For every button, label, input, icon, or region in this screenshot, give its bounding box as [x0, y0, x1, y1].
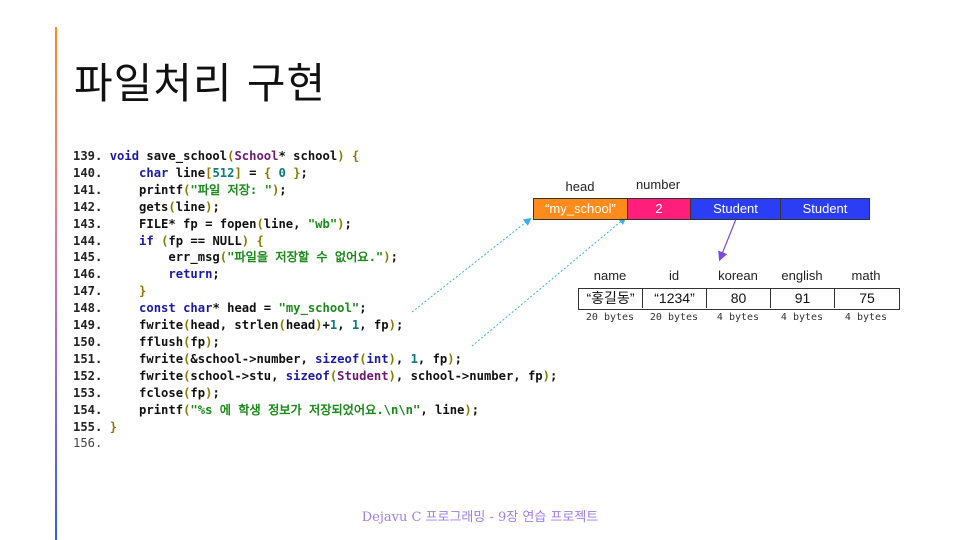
- field-name-label: name: [593, 268, 627, 283]
- code-text: FILE* fp = fopen(line, "wb");: [109, 216, 352, 231]
- code-line: 147. }: [73, 283, 557, 300]
- label-head: head: [565, 179, 595, 194]
- field-value: “홍길동”: [579, 289, 643, 308]
- accent-bar: [55, 27, 57, 540]
- code-text: fwrite(school->stu, sizeof(Student), sch…: [109, 368, 558, 383]
- slide-footer: Dejavu C 프로그래밍 - 9장 연습 프로젝트: [361, 510, 599, 525]
- line-number: 155.: [73, 419, 110, 434]
- line-number: 142.: [73, 199, 110, 214]
- code-line: 143. FILE* fp = fopen(line, "wb");: [73, 216, 557, 233]
- code-line: 151. fwrite(&school->number, sizeof(int)…: [73, 351, 557, 368]
- code-line: 150. fflush(fp);: [73, 334, 557, 351]
- code-text: }: [109, 419, 118, 434]
- line-number: 141.: [73, 182, 110, 197]
- cell-number: 2: [628, 199, 691, 219]
- code-text: printf("파일 저장: ");: [109, 182, 287, 197]
- field-size: 20 bytes: [649, 312, 699, 323]
- line-number: 140.: [73, 165, 110, 180]
- line-number: 153.: [73, 385, 110, 400]
- code-line: 139. void save_school(School* school) {: [73, 148, 557, 165]
- field-size: 4 bytes: [780, 312, 824, 323]
- line-number: 149.: [73, 318, 110, 333]
- field-name-label: english: [781, 268, 823, 283]
- line-number: 148.: [73, 301, 110, 316]
- line-number: 150.: [73, 334, 110, 349]
- code-line: 152. fwrite(school->stu, sizeof(Student)…: [73, 368, 557, 385]
- field-size: 4 bytes: [716, 312, 760, 323]
- code-text: fwrite(head, strlen(head)+1, 1, fp);: [109, 318, 404, 333]
- code-text: void save_school(School* school) {: [109, 149, 360, 163]
- line-number: 154.: [73, 402, 110, 417]
- line-number: 156.: [73, 436, 110, 451]
- label-number: number: [635, 177, 681, 192]
- slide-title: 파일처리 구현: [74, 59, 327, 108]
- code-line: 155. }: [73, 419, 557, 436]
- field-size: 20 bytes: [585, 312, 635, 323]
- line-number: 144.: [73, 233, 110, 248]
- field-value: “1234”: [643, 289, 707, 308]
- field-name-label: id: [668, 268, 680, 283]
- field-value: 91: [771, 289, 835, 308]
- line-number: 145.: [73, 250, 110, 265]
- line-number: 151.: [73, 351, 110, 366]
- code-line: 148. const char* head = "my_school";: [73, 300, 557, 317]
- code-line: 144. if (fp == NULL) {: [73, 233, 557, 250]
- code-text: }: [139, 284, 147, 299]
- field-name-label: math: [851, 268, 881, 283]
- line-number: 143.: [73, 216, 110, 231]
- code-text: const char* head = "my_school";: [139, 301, 367, 316]
- student-struct-layout: “홍길동” “1234” 80 91 75: [578, 288, 900, 310]
- code-text: if (fp == NULL) {: [139, 233, 264, 248]
- code-line: 154. printf("%s 에 학생 정보가 저장되었어요.\n\n", l…: [73, 402, 557, 419]
- code-line: 156.: [73, 435, 557, 452]
- line-number: 146.: [73, 267, 110, 282]
- code-text: char line[512] = { 0 };: [139, 165, 308, 180]
- code-line: 149. fwrite(head, strlen(head)+1, 1, fp)…: [73, 317, 557, 334]
- arrow-student-expand: [718, 218, 737, 262]
- cell-head: “my_school”: [534, 199, 628, 219]
- cell-student: Student: [781, 199, 869, 219]
- code-text: fclose(fp);: [109, 385, 220, 400]
- field-value: 75: [859, 290, 875, 306]
- code-text: return;: [168, 267, 220, 282]
- field-value: 80: [707, 289, 771, 308]
- code-line: 145. err_msg("파일을 저장할 수 없어요.");: [73, 249, 557, 266]
- line-number: 139.: [73, 149, 110, 163]
- line-number: 152.: [73, 368, 110, 383]
- line-number: 147.: [73, 284, 110, 299]
- code-text: printf("%s 에 학생 정보가 저장되었어요.\n\n", line);: [109, 402, 480, 417]
- code-text: fflush(fp);: [109, 334, 220, 349]
- code-text: gets(line);: [109, 199, 220, 214]
- code-line: 140. char line[512] = { 0 };: [73, 165, 557, 182]
- code-text: err_msg("파일을 저장할 수 없어요.");: [109, 250, 398, 265]
- code-line: 141. printf("파일 저장: ");: [73, 182, 557, 199]
- cell-student: Student: [691, 199, 781, 219]
- field-size: 4 bytes: [844, 312, 888, 323]
- code-line: 146. return;: [73, 266, 557, 283]
- code-text: fwrite(&school->number, sizeof(int), 1, …: [109, 351, 462, 366]
- code-line: 153. fclose(fp);: [73, 385, 557, 402]
- code-listing: 139. void save_school(School* school) {1…: [73, 148, 557, 452]
- file-memory-layout: “my_school” 2 Student Student: [533, 198, 870, 220]
- field-name-label: korean: [718, 268, 758, 283]
- code-line: 142. gets(line);: [73, 199, 557, 216]
